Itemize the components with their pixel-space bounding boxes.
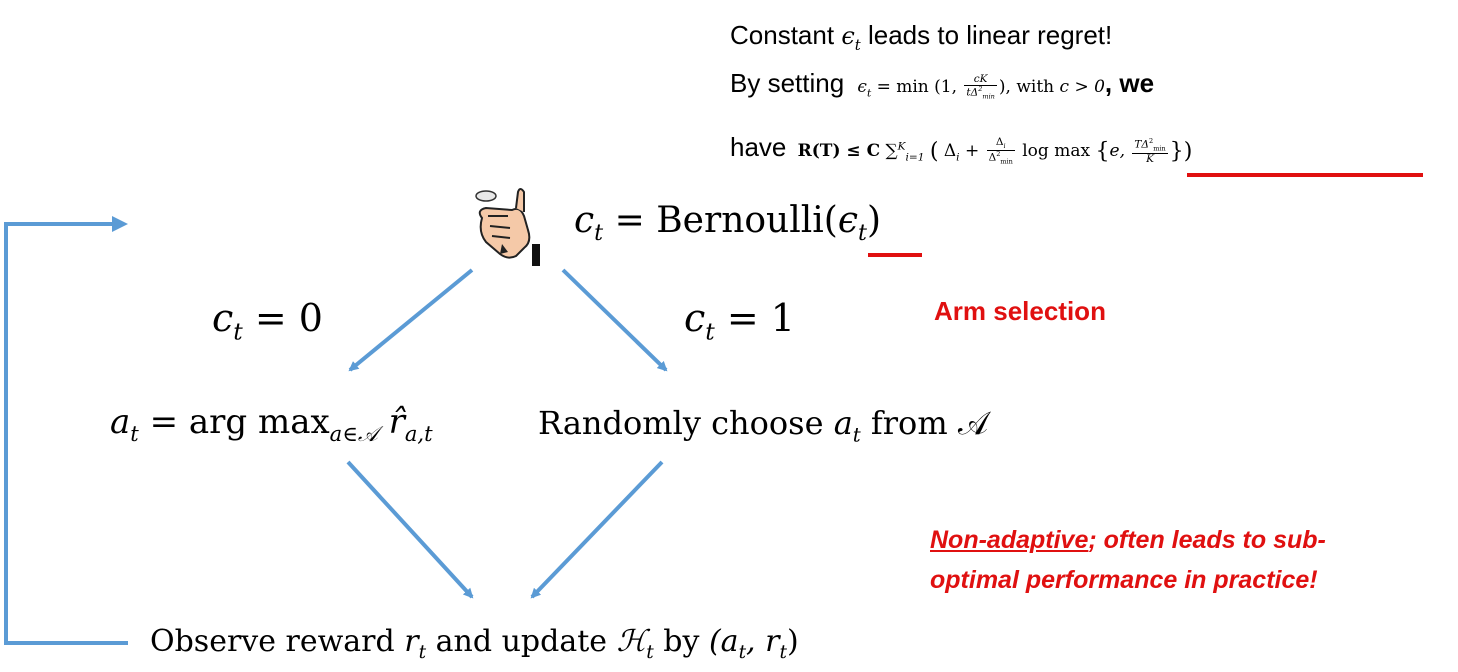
branch-label-explore: ct = 1 xyxy=(684,296,795,346)
non-adaptive-warning: Non-adaptive; often leads to sub- optima… xyxy=(930,526,1326,594)
feedback-loop-line xyxy=(4,222,128,645)
random-action-node: Randomly choose at from 𝒜 xyxy=(538,404,989,447)
hand-flipping-coin-icon xyxy=(475,188,540,266)
arrow-to-random xyxy=(561,268,668,372)
arrow-random-to-observe xyxy=(530,460,664,599)
bernoulli-node: ct = Bernoulli(ϵt) xyxy=(574,200,882,247)
feedback-loop-arrowhead xyxy=(112,216,128,232)
arm-selection-label: Arm selection xyxy=(934,296,1106,326)
arrow-to-greedy xyxy=(348,268,474,372)
branch-label-exploit: ct = 0 xyxy=(212,296,323,346)
arrow-greedy-to-observe xyxy=(346,460,474,599)
greedy-action-node: at = arg maxa∈𝒜 r̂a,t xyxy=(110,402,433,446)
regret-note-line1: Constant ϵt leads to linear regret! xyxy=(730,20,1113,54)
observe-update-node: Observe reward rt and update ℋt by (at, … xyxy=(150,624,799,663)
